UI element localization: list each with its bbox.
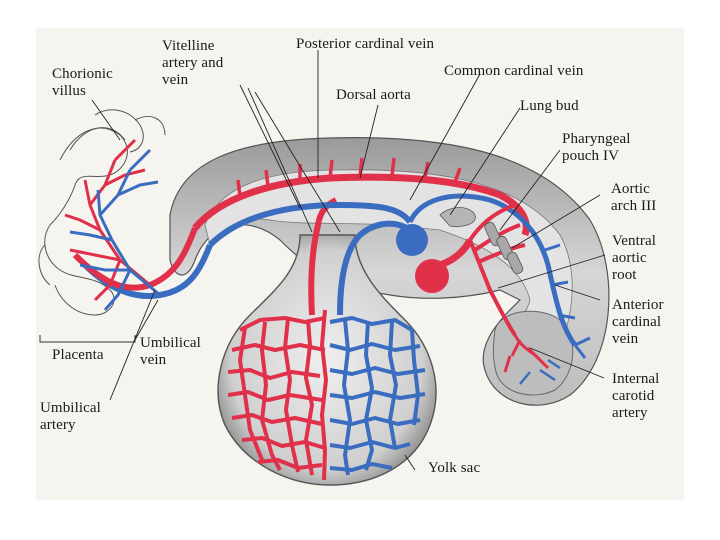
- label-ventral-aortic-root: Ventral aortic root: [612, 233, 657, 283]
- leader-lines: [91, 50, 606, 471]
- anterior-cardinal-branches: [544, 243, 591, 359]
- label-chorionic-villus: Chorionic villus: [52, 66, 113, 99]
- label-anterior-cardinal-vein: Anterior cardinal vein: [612, 297, 664, 347]
- yolk-sac-arterial-network: [227, 309, 328, 481]
- posterior-cardinal-vein-vessel: [207, 201, 413, 248]
- label-aortic-arch-iii: Aortic arch III: [611, 181, 657, 214]
- label-lung-bud: Lung bud: [520, 98, 579, 114]
- label-yolk-sac: Yolk sac: [428, 460, 481, 476]
- label-pharyngeal-pouch-iv: Pharyngeal pouch IV: [562, 131, 631, 164]
- outflow-tract: [438, 238, 474, 269]
- label-internal-carotid-artery: Internal carotid artery: [612, 371, 660, 421]
- label-common-cardinal-vein: Common cardinal vein: [444, 63, 584, 79]
- internal-carotid-branches: [503, 334, 550, 373]
- heart-ventricle: [415, 259, 449, 293]
- label-dorsal-aorta: Dorsal aorta: [336, 87, 411, 103]
- vitelline-vein-vessel: [337, 220, 412, 316]
- label-posterior-cardinal-vein: Posterior cardinal vein: [296, 36, 435, 52]
- label-umbilical-vein: Umbilical vein: [140, 335, 201, 368]
- label-placenta: Placenta: [52, 347, 104, 363]
- label-umbilical-artery: Umbilical artery: [40, 400, 101, 433]
- lung-bud-shape: [439, 207, 476, 227]
- yolk-sac-venous-network: [329, 316, 426, 476]
- placenta-bracket: [39, 335, 136, 343]
- head-venous-branches: [519, 358, 561, 385]
- chorionic-villi: [38, 109, 166, 316]
- label-vitelline-artery-and-vein: Vitelline artery and vein: [162, 38, 224, 88]
- anterior-cardinal-vein-vessel: [407, 193, 578, 347]
- sinus-venosus: [396, 224, 428, 256]
- pharyngeal-pouches: [484, 221, 524, 275]
- villus-veins: [69, 148, 161, 311]
